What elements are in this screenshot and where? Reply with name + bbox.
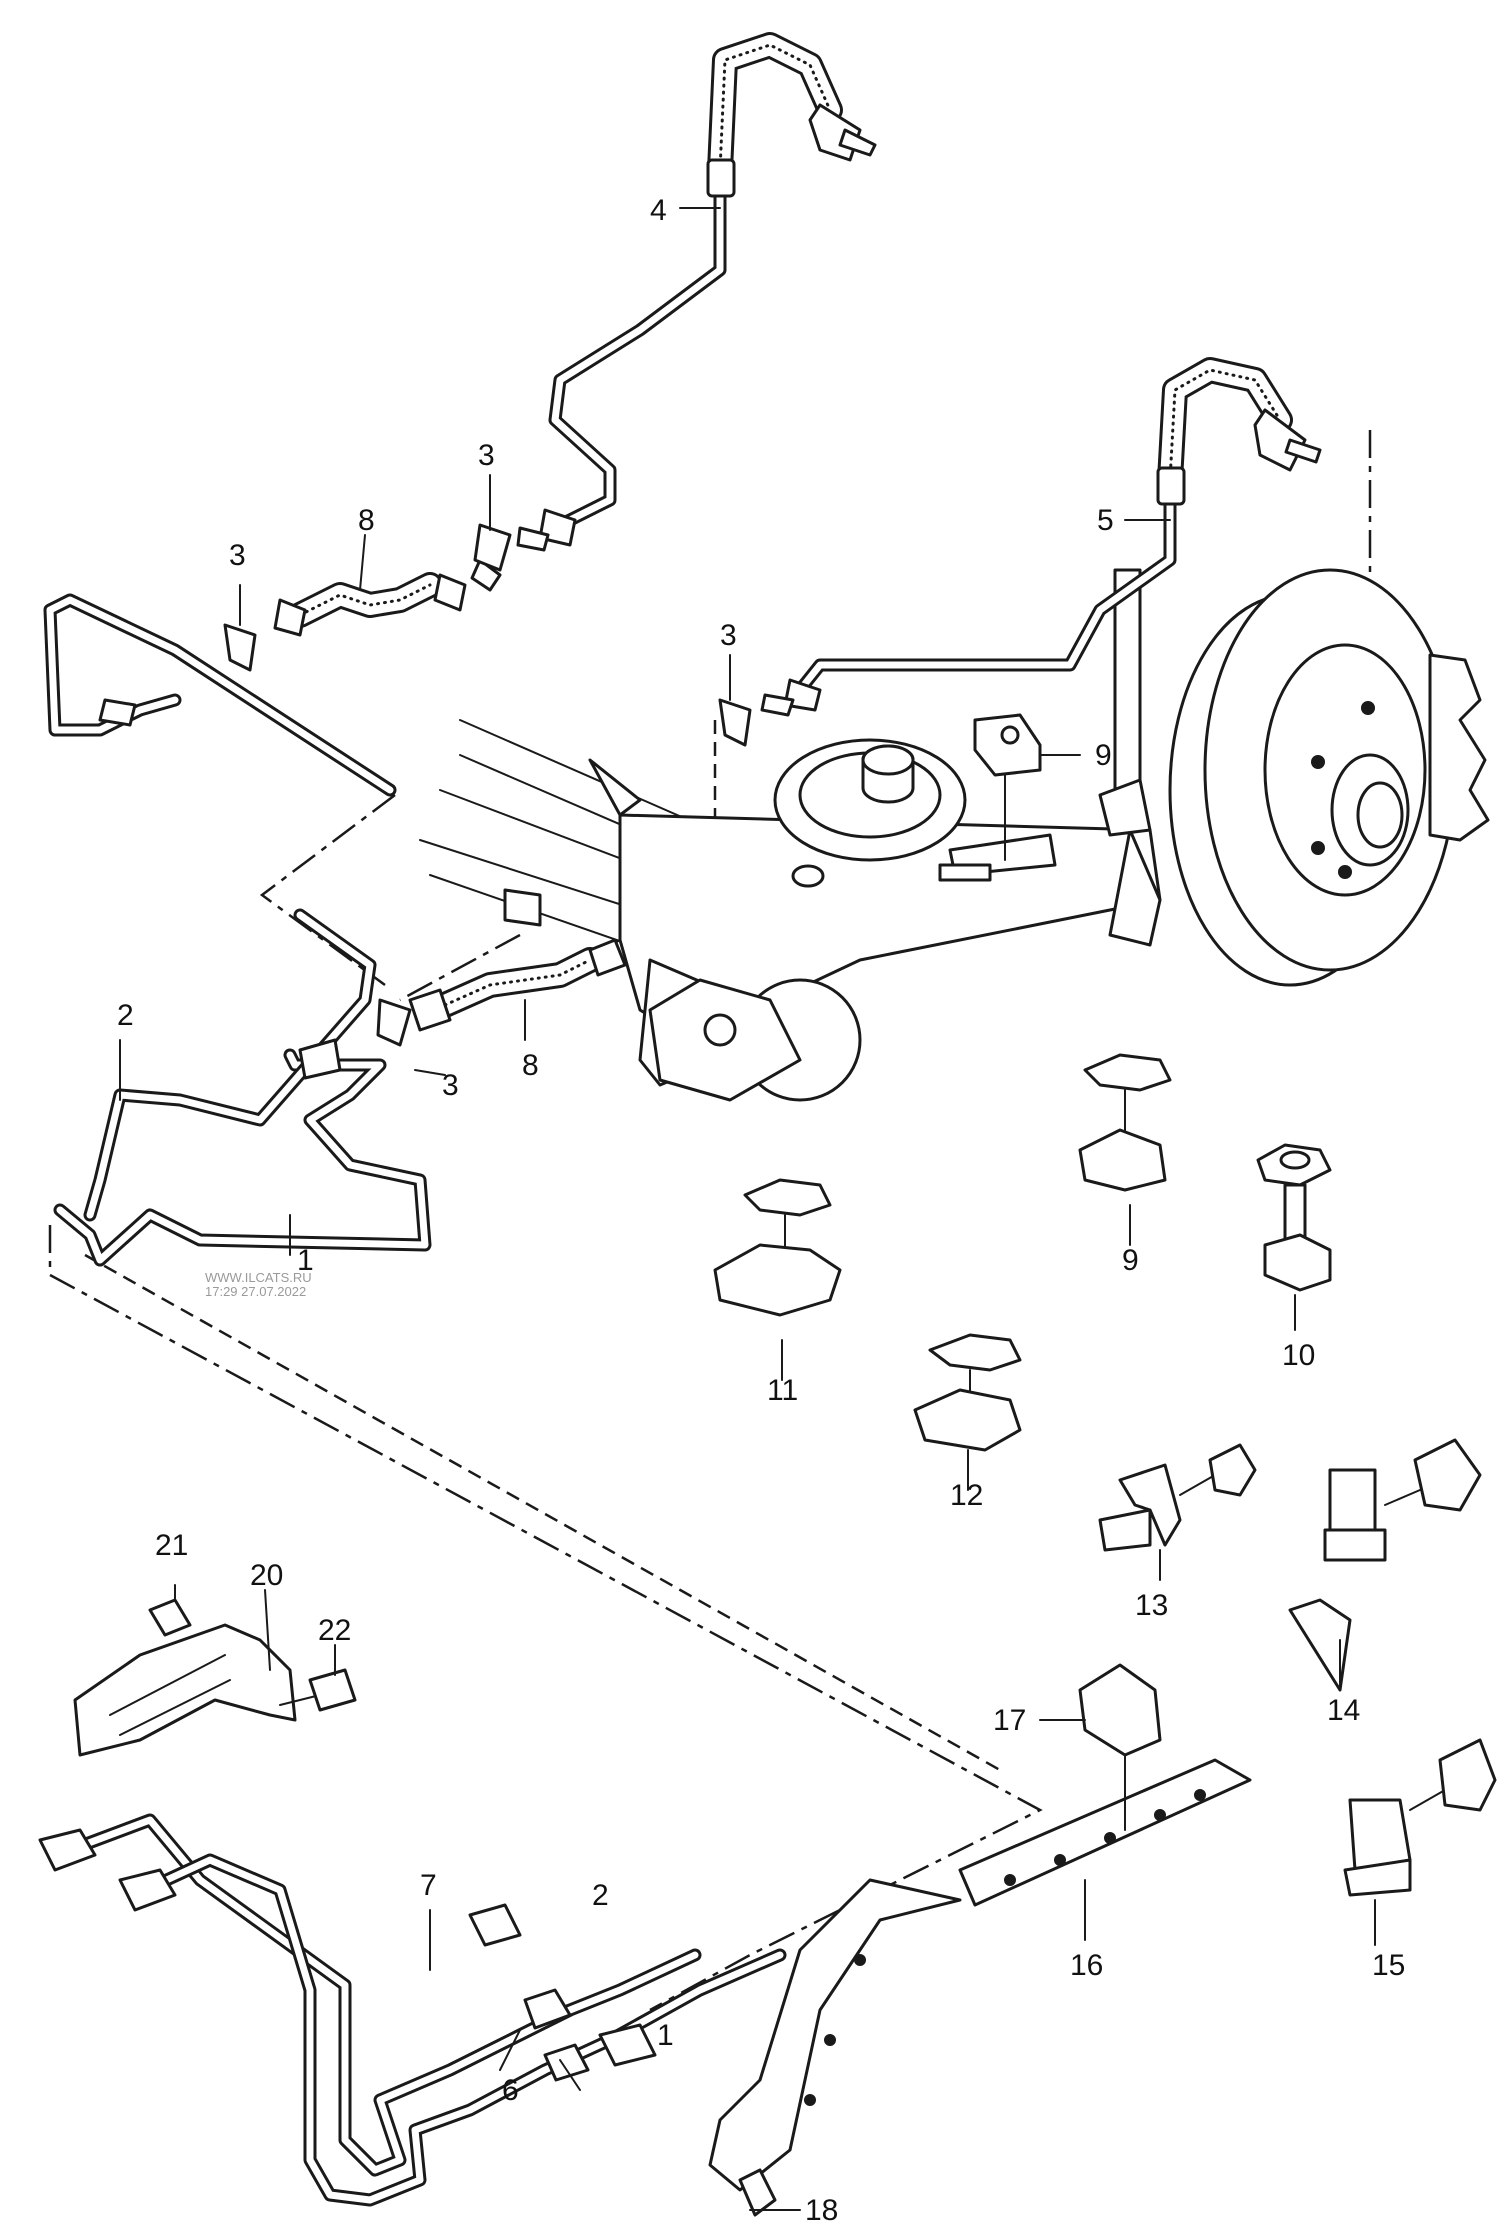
callout-8-lower: 8: [522, 1049, 539, 1082]
callout-14: 14: [1327, 1694, 1360, 1727]
watermark-site: WWW.ILCATS.RU: [205, 1270, 312, 1285]
callout-10: 10: [1282, 1339, 1315, 1372]
callout-1-lower: 1: [657, 2019, 674, 2052]
brake-hoses: [287, 32, 1293, 1018]
leader-lines: [119, 207, 1376, 2211]
rear-axle-beam: [419, 568, 1162, 1102]
callout-11: 11: [767, 1374, 798, 1407]
holder-clips: [713, 1053, 1497, 1897]
callout-1-upper: 1: [297, 1244, 314, 1277]
callout-9-lower: 9: [1122, 1244, 1139, 1277]
callout-9-upper: 9: [1095, 739, 1112, 772]
callout-5: 5: [1097, 504, 1114, 537]
callout-4: 4: [650, 194, 667, 227]
callout-18: 18: [805, 2194, 838, 2227]
callout-12: 12: [950, 1479, 983, 1512]
heat-shield-20: [73, 1598, 357, 1757]
callout-6: 6: [502, 2074, 519, 2107]
callout-13: 13: [1135, 1589, 1168, 1622]
brake-disc: [1168, 568, 1490, 987]
brake-pipes: [43, 183, 1177, 2207]
callout-17: 17: [993, 1704, 1026, 1737]
callout-3-top: 3: [478, 439, 495, 472]
callout-21: 21: [155, 1529, 188, 1562]
callout-3-lower: 3: [442, 1069, 459, 1102]
callout-8-upper: 8: [358, 504, 375, 537]
watermark: WWW.ILCATS.RU 17:29 27.07.2022: [205, 1270, 312, 1299]
clips: [223, 523, 752, 1047]
callout-2-lower: 2: [592, 1879, 609, 1912]
callout-3-left: 3: [229, 539, 246, 572]
callout-3-mid: 3: [720, 619, 737, 652]
fittings: [38, 103, 1322, 2082]
watermark-stamp: 17:29 27.07.2022: [205, 1284, 306, 1299]
callout-16: 16: [1070, 1949, 1103, 1982]
callout-22: 22: [318, 1614, 351, 1647]
callout-15: 15: [1372, 1949, 1405, 1982]
callout-labels: 1 1 2 2 3 3 3 3 4 5 6 7 8 8 9 9 10 11 12…: [117, 194, 1405, 2227]
callout-20: 20: [250, 1559, 283, 1592]
bracket-9-mounted: [973, 713, 1042, 861]
callout-7: 7: [420, 1869, 437, 1902]
callout-2-upper: 2: [117, 999, 134, 1032]
mounting-rail-16: [708, 1663, 1252, 2217]
